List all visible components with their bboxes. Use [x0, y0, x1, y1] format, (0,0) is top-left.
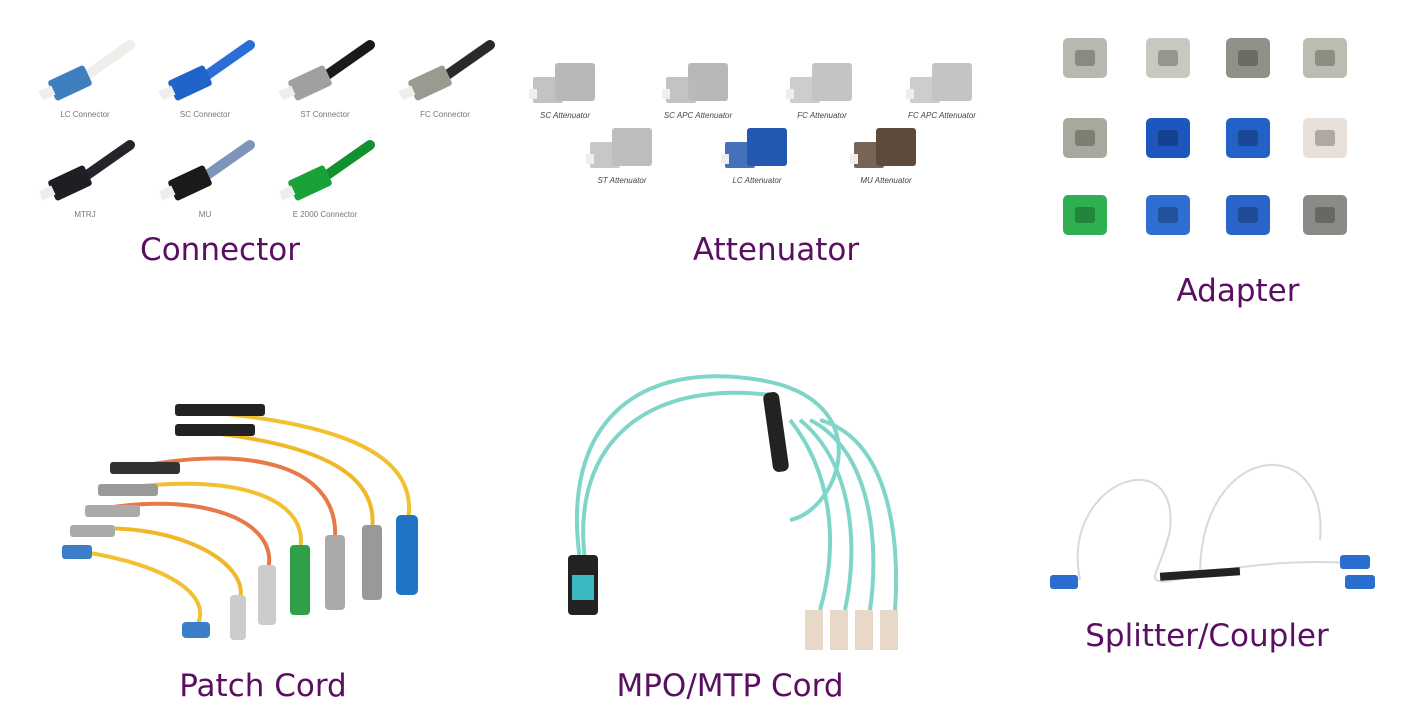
adapter-image: [1053, 110, 1117, 166]
connector-label: ST Connector: [300, 110, 350, 119]
attenuator-label: FC Attenuator: [797, 111, 847, 120]
adapter-image: [1053, 187, 1117, 243]
adapter-image: [1216, 30, 1280, 86]
connector-caption: Connector: [140, 232, 300, 268]
attenuator-label: SC APC Attenuator: [663, 111, 733, 120]
splitter-coupler-caption: Splitter/Coupler: [1085, 618, 1329, 654]
attenuator-image: [717, 120, 797, 175]
adapter-image: [1053, 30, 1117, 86]
adapter-image: [1216, 110, 1280, 166]
adapter-image: [1136, 30, 1200, 86]
attenuator-image: [846, 120, 926, 175]
connector-label: FC Connector: [420, 110, 470, 119]
connector-image: [35, 140, 135, 210]
connector-label: MTRJ: [74, 210, 96, 219]
attenuator-image: [525, 55, 605, 110]
adapter-image: [1216, 187, 1280, 243]
adapter-image: [1136, 110, 1200, 166]
connector-image: [395, 40, 495, 110]
adapter-image: [1136, 187, 1200, 243]
adapter-image: [1293, 187, 1357, 243]
attenuator-label: SC Attenuator: [540, 111, 590, 120]
adapter-image: [1293, 30, 1357, 86]
connector-image: [275, 140, 375, 210]
attenuator-label: LC Attenuator: [732, 176, 782, 185]
attenuator-image: [902, 55, 982, 110]
attenuator-image: [782, 55, 862, 110]
attenuator-label: MU Attenuator: [860, 176, 912, 185]
connector-image: [155, 40, 255, 110]
connector-label: SC Connector: [179, 110, 231, 119]
connector-label: E 2000 Connector: [292, 210, 358, 219]
adapter-caption: Adapter: [1176, 273, 1300, 309]
attenuator-caption: Attenuator: [692, 232, 860, 268]
adapter-image: [1293, 110, 1357, 166]
connector-label: LC Connector: [60, 110, 110, 119]
connector-image: [35, 40, 135, 110]
attenuator-label: FC APC Attenuator: [908, 111, 976, 120]
patch-cord-caption: Patch Cord: [179, 668, 347, 704]
connector-image: [275, 40, 375, 110]
mpo-mtp-cord-caption: MPO/MTP Cord: [616, 668, 844, 704]
attenuator-label: ST Attenuator: [597, 176, 647, 185]
connector-label: MU: [198, 210, 212, 219]
connector-image: [155, 140, 255, 210]
attenuator-image: [658, 55, 738, 110]
attenuator-image: [582, 120, 662, 175]
